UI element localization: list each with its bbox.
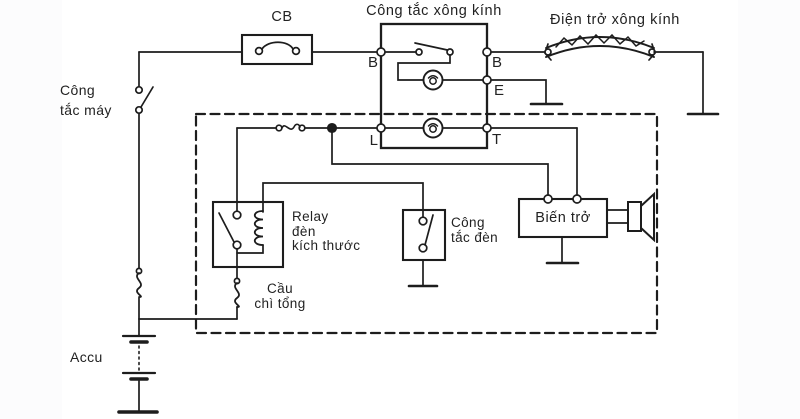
relay-label: Relay đèn kích thước	[292, 209, 361, 253]
right-margin	[738, 0, 800, 419]
defogger-resistor-title: Điện trở xông kính	[550, 12, 680, 28]
terminal-circles	[376, 47, 582, 204]
main-fuse-label: Cầu chì tổng	[254, 281, 306, 311]
terminal-l: L	[369, 132, 378, 149]
circuit-breaker-label: CB	[271, 9, 293, 25]
defogger-switch-box	[379, 22, 489, 150]
terminal-t: T	[492, 131, 502, 148]
junction-dot	[326, 122, 338, 134]
circuit-breaker-icon	[240, 33, 314, 66]
light-switch-label: Công tắc đèn	[451, 215, 499, 245]
inner-wires	[236, 127, 578, 222]
fusible-link-icon	[135, 267, 143, 298]
main-feed-wire	[138, 51, 382, 320]
defogger-switch-title: Công tắc xông kính	[366, 3, 502, 19]
defogger-resistor-icon	[486, 33, 720, 116]
terminal-b-left: B	[367, 54, 378, 71]
battery-label: Accu	[70, 349, 103, 365]
e-ground-wire	[486, 79, 564, 106]
ignition-switch-icon	[134, 85, 154, 115]
terminal-b-right: B	[492, 54, 503, 71]
battery-icon	[117, 318, 159, 414]
l-wire-fuse-icon	[275, 123, 306, 132]
terminal-e: E	[494, 82, 505, 99]
rheostat-label: Biến trở	[535, 210, 591, 226]
dashed-boundary	[194, 112, 659, 335]
main-fuse-icon	[233, 277, 241, 320]
speaker-icon	[606, 191, 655, 243]
light-switch-icon	[401, 208, 447, 288]
rheostat-box	[517, 197, 609, 265]
ignition-switch-label: Công tắc máy	[60, 82, 112, 118]
left-margin	[0, 0, 62, 419]
relay-icon	[211, 200, 285, 279]
indicator-lamp-icon	[422, 69, 444, 91]
illumination-lamp-icon	[422, 117, 444, 139]
